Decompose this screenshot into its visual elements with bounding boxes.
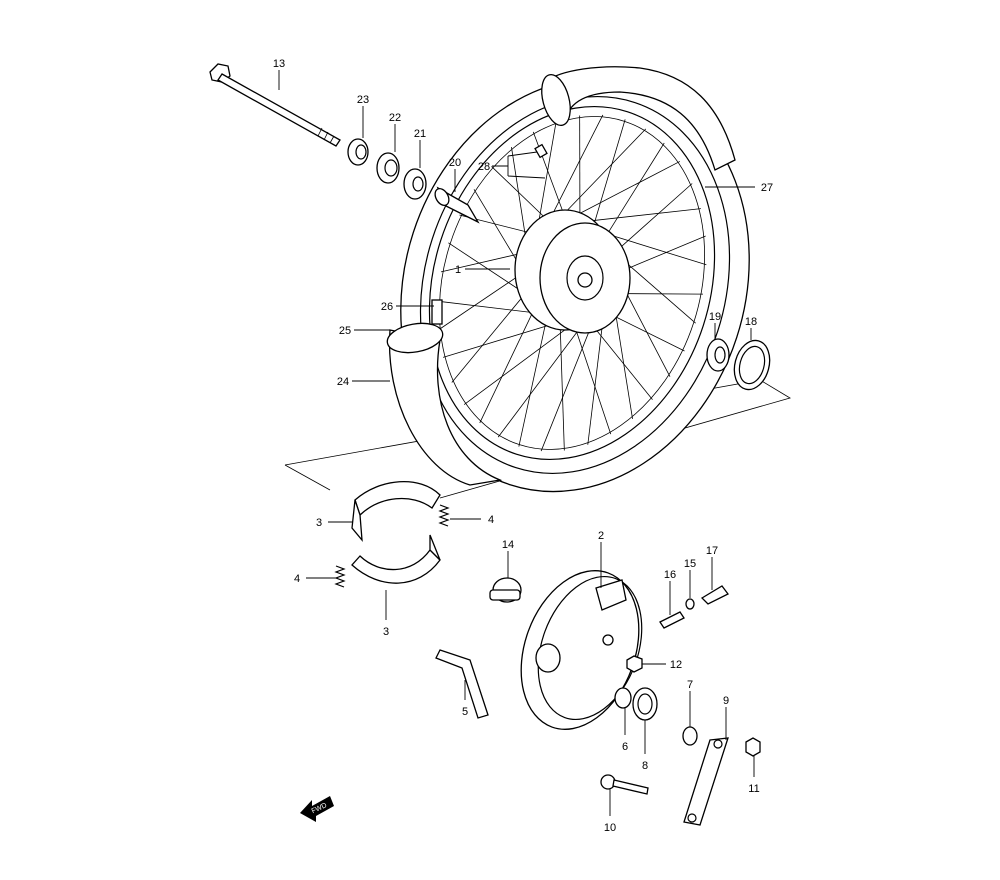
callout-3-lower: 3 [383, 626, 389, 638]
tire-section-top [544, 66, 736, 171]
callout-5: 5 [462, 706, 468, 718]
nut-12 [626, 655, 643, 673]
spoke [479, 302, 538, 424]
callout-20: 20 [449, 157, 461, 169]
spoke [573, 323, 612, 435]
spoke [608, 183, 693, 259]
callout-24: 24 [337, 376, 349, 388]
callout-18: 18 [745, 316, 757, 328]
clip-7 [682, 726, 698, 746]
spoke [443, 321, 560, 358]
brake-cam-lever [683, 737, 729, 826]
callout-14: 14 [502, 539, 514, 551]
spoke [586, 318, 653, 400]
callout-15: 15 [684, 558, 696, 570]
callout-22: 22 [389, 112, 401, 124]
brake-panel [520, 570, 643, 730]
spoke-nipple [534, 143, 548, 159]
callout-13: 13 [273, 58, 285, 70]
axle-nut [347, 138, 369, 166]
spoke [463, 323, 574, 405]
callout-2: 2 [598, 530, 604, 542]
callout-8: 8 [642, 760, 648, 772]
oil-seal [376, 152, 400, 184]
speedo-bush [700, 585, 729, 605]
tube-section [386, 322, 444, 354]
callout-27: 27 [761, 182, 773, 194]
callout-9: 9 [723, 695, 729, 707]
callout-25: 25 [339, 325, 351, 337]
brake-shoe-upper [354, 480, 441, 517]
callout-11: 11 [748, 783, 759, 795]
callout-1: 1 [455, 264, 461, 276]
callout-3-upper: 3 [316, 517, 322, 529]
bearing [403, 168, 427, 200]
callout-4-lower: 4 [294, 573, 300, 585]
spoke [518, 314, 548, 447]
callout-26: 26 [381, 301, 393, 313]
callout-16: 16 [664, 569, 676, 581]
callout-10: 10 [604, 822, 616, 834]
spoke [437, 300, 547, 315]
callout-28: 28 [478, 161, 490, 173]
callout-6: 6 [622, 741, 628, 753]
fwd-arrow-icon: FWD [300, 796, 334, 822]
callout-19: 19 [709, 311, 721, 323]
valve [431, 299, 443, 325]
spoke [566, 161, 681, 221]
spoke [451, 285, 532, 383]
callout-12: 12 [670, 659, 682, 671]
spring-lower [334, 565, 346, 588]
spoke [592, 119, 626, 230]
callout-labels: 13 23 22 21 20 28 27 1 26 25 24 19 18 3 … [273, 58, 773, 834]
spoke [602, 142, 665, 242]
brake-camshaft [435, 649, 489, 719]
rim-outer [428, 105, 716, 461]
spoke [491, 166, 553, 226]
plane-line [284, 464, 331, 491]
spoke [497, 319, 587, 438]
spoke [580, 208, 701, 223]
spoke [559, 322, 565, 451]
spoke [553, 128, 647, 225]
brake-shoe-lower [351, 549, 441, 584]
tire-inner [419, 96, 731, 474]
callout-4-upper: 4 [488, 514, 494, 526]
callout-17: 17 [706, 545, 718, 557]
callout-7: 7 [687, 679, 693, 691]
callout-21: 21 [414, 128, 426, 140]
tire-section-bottom [388, 329, 503, 486]
callout-23: 23 [357, 94, 369, 106]
bearing-right [706, 338, 730, 372]
washer [685, 598, 695, 610]
washer-6 [614, 687, 632, 709]
spring-upper [438, 504, 450, 527]
axle [209, 63, 341, 147]
wheel-assembly [386, 66, 750, 493]
bolt-10 [600, 774, 616, 790]
leader-lines [278, 70, 755, 816]
nut-11 [745, 737, 761, 757]
spokes [437, 114, 707, 452]
speedo-driven-gear [659, 611, 685, 629]
return-spring [632, 687, 658, 721]
oil-seal-right [733, 339, 771, 391]
